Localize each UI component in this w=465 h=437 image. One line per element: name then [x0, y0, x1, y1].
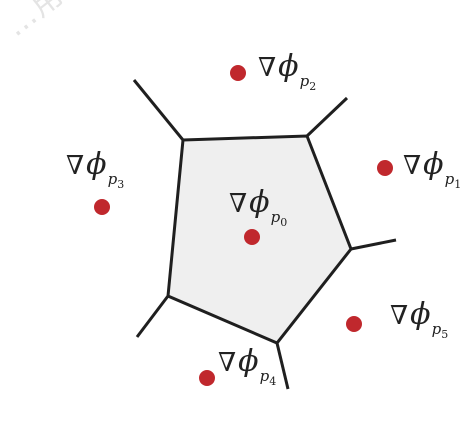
subscript-p: p5	[431, 320, 449, 341]
point-p4	[199, 370, 215, 386]
point-p5	[346, 316, 362, 332]
phi-symbol: ϕ	[249, 185, 270, 220]
phi-symbol: ϕ	[86, 147, 107, 182]
subscript-index: 5	[441, 328, 449, 341]
phi-symbol: ϕ	[410, 297, 431, 332]
edge-top-left	[132, 79, 185, 141]
phi-symbol: ϕ	[278, 49, 299, 84]
subscript-p: p0	[270, 208, 288, 229]
subscript-p: p4	[259, 367, 277, 388]
edge-right	[350, 238, 397, 251]
nabla-symbol: ∇	[66, 151, 85, 181]
subscript-index: 2	[309, 80, 317, 93]
nabla-symbol: ∇	[258, 53, 277, 83]
label-grad-phi-p1: ∇ϕp1	[403, 147, 461, 191]
subscript-index: 1	[454, 178, 462, 191]
phi-symbol: ϕ	[423, 147, 444, 182]
point-p0	[244, 229, 260, 245]
label-grad-phi-p3: ∇ϕp3	[66, 147, 124, 191]
edge-bottom	[275, 342, 290, 390]
subscript-index: 3	[117, 178, 125, 191]
point-p2	[230, 65, 246, 81]
edge-top-right	[305, 96, 349, 138]
label-grad-phi-p4: ∇ϕp4	[218, 344, 276, 388]
subscript-p: p1	[444, 170, 462, 191]
label-grad-phi-p5: ∇ϕp5	[390, 297, 448, 341]
edge-left	[135, 295, 170, 338]
nabla-symbol: ∇	[229, 189, 248, 219]
label-grad-phi-p0: ∇ϕp0	[229, 185, 287, 229]
subscript-p: p3	[107, 170, 125, 191]
point-p3	[94, 199, 110, 215]
nabla-symbol: ∇	[218, 348, 237, 378]
subscript-p: p2	[299, 72, 317, 93]
label-grad-phi-p2: ∇ϕp2	[258, 49, 316, 93]
point-p1	[377, 160, 393, 176]
subscript-index: 0	[280, 216, 288, 229]
nabla-symbol: ∇	[390, 301, 409, 331]
subscript-index: 4	[269, 375, 277, 388]
nabla-symbol: ∇	[403, 151, 422, 181]
phi-symbol: ϕ	[238, 344, 259, 379]
